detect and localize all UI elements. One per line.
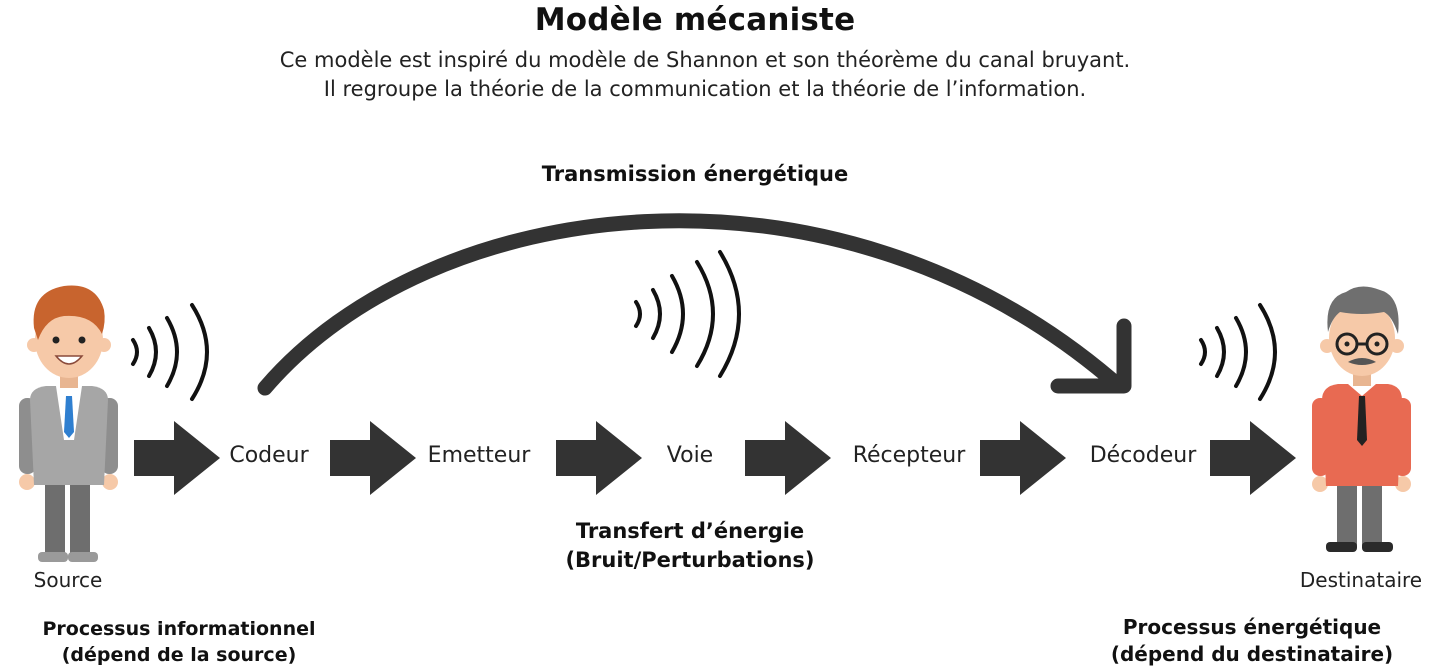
- subtitle-line-2: Il regroupe la théorie de la communicati…: [323, 77, 1087, 101]
- flow-arrow-icon: [556, 421, 642, 495]
- destination-caption: Processus énergétique (dépend du destina…: [1084, 614, 1420, 668]
- flow-arrow-icon: [1210, 421, 1296, 495]
- person-source-icon: [19, 285, 118, 562]
- subtitle-line-1: Ce modèle est inspiré du modèle de Shann…: [279, 48, 1131, 72]
- curved-arrow-icon: [257, 213, 1132, 396]
- source-caption-line-1: Processus informationnel: [42, 618, 316, 640]
- channel-caption: Transfert d’énergie (Bruit/Perturbations…: [510, 517, 870, 575]
- signal-waves-icon: [1199, 303, 1277, 401]
- destination-label: Destinataire: [1299, 568, 1423, 592]
- channel-caption-line-2: (Bruit/Perturbations): [565, 548, 815, 572]
- flow-arrow-icon: [745, 421, 831, 495]
- signal-waves-icon: [634, 250, 741, 378]
- arc-label: Transmission énergétique: [541, 162, 849, 186]
- signal-waves-icon: [131, 303, 209, 401]
- diagram-title: Modèle mécaniste: [534, 2, 856, 38]
- destination-caption-line-2: (dépend du destinataire): [1110, 642, 1394, 666]
- node-emetteur: Emetteur: [427, 443, 531, 468]
- destination-caption-line-1: Processus énergétique: [1122, 615, 1382, 639]
- source-caption-line-2: (dépend de la source): [61, 644, 297, 666]
- node-recepteur: Récepteur: [852, 443, 966, 468]
- flow-arrow-icon: [134, 421, 220, 495]
- flow-arrow-icon: [330, 421, 416, 495]
- source-label: Source: [33, 568, 103, 592]
- channel-caption-line-1: Transfert d’énergie: [575, 519, 805, 543]
- source-caption: Processus informationnel (dépend de la s…: [14, 616, 344, 668]
- node-voie: Voie: [666, 443, 714, 468]
- node-codeur: Codeur: [229, 443, 309, 468]
- person-destination-icon: [1312, 286, 1411, 552]
- node-decodeur: Décodeur: [1089, 443, 1197, 468]
- flow-arrow-icon: [980, 421, 1066, 495]
